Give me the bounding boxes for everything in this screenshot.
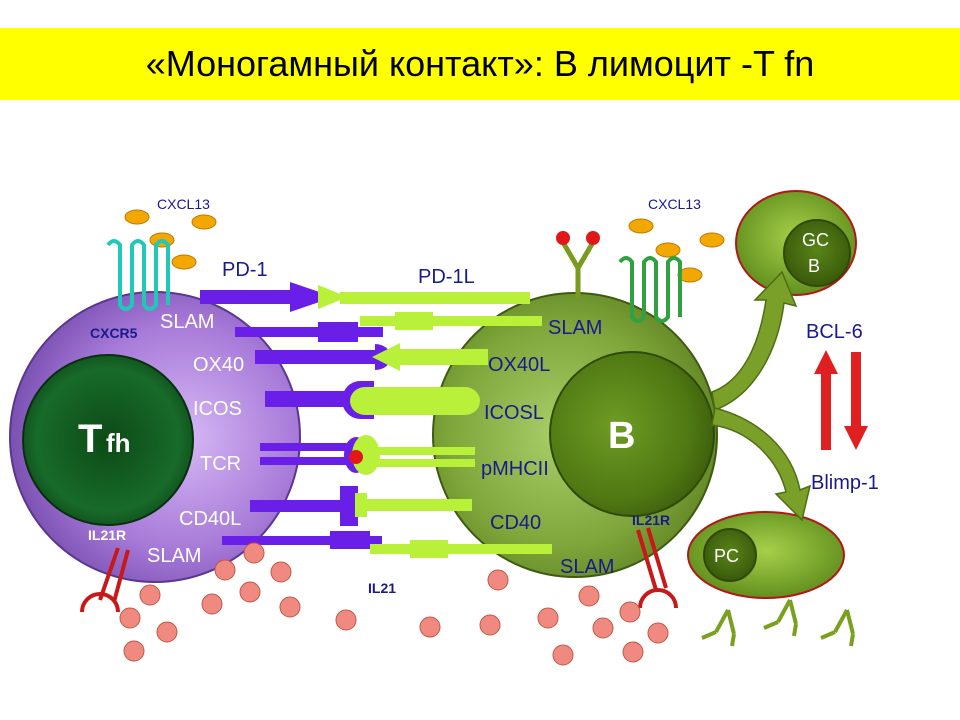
blimp1-label: Blimp-1 bbox=[811, 472, 879, 494]
il21r-label-left: IL21R bbox=[88, 527, 126, 543]
cxcl13-label-left: CXCL13 bbox=[157, 196, 210, 212]
title-bar: «Моногамный контакт»: В лимоцит -T fn bbox=[0, 28, 960, 100]
icos-label: ICOS bbox=[193, 398, 242, 420]
tfh-label-main: T bbox=[78, 417, 102, 461]
icosl-label: ICOSL bbox=[484, 402, 544, 424]
cxcr5-receptor bbox=[106, 239, 170, 311]
ox40l-label: OX40L bbox=[488, 354, 550, 376]
pd1-label: PD-1 bbox=[222, 259, 268, 281]
page-title: «Моногамный контакт»: В лимоцит -T fn bbox=[145, 43, 815, 84]
il21-label: IL21 bbox=[368, 580, 396, 596]
tfh-nucleus bbox=[22, 354, 194, 526]
il21-particles bbox=[119, 542, 669, 666]
plasma-nucleus bbox=[703, 528, 757, 582]
slam-interaction-bottom bbox=[222, 531, 552, 558]
bcl6-up-arrow bbox=[814, 350, 838, 450]
cxcr5-receptor-b bbox=[618, 256, 682, 323]
ox40-interaction bbox=[255, 343, 488, 371]
bcl6-label: BCL-6 bbox=[806, 321, 863, 343]
cxcr5-label: CXCR5 bbox=[90, 325, 138, 341]
il21r-receptor-left bbox=[80, 547, 130, 613]
pc-label: PC bbox=[714, 546, 739, 566]
slam-interaction-top bbox=[235, 312, 542, 342]
antibody-icons bbox=[701, 599, 855, 647]
tcr-interaction bbox=[260, 435, 475, 475]
differentiation-arrows bbox=[711, 270, 812, 522]
cxcl13-label-right: CXCL13 bbox=[648, 196, 701, 212]
cd40l-label: CD40L bbox=[179, 508, 241, 530]
icos-interaction bbox=[265, 381, 480, 419]
b-cell-label: B bbox=[608, 415, 635, 457]
cd40l-interaction bbox=[250, 486, 472, 526]
b-nucleus bbox=[549, 351, 715, 517]
cd40-label: CD40 bbox=[490, 512, 541, 534]
pd1-interaction bbox=[200, 282, 530, 312]
gcb-label-line2: B bbox=[808, 256, 820, 276]
b-cell-receptor-y bbox=[556, 231, 600, 298]
il21r-label-right: IL21R bbox=[632, 512, 670, 528]
slam-tfh-bottom-label: SLAM bbox=[147, 545, 201, 567]
tcr-label: TCR bbox=[200, 453, 241, 475]
slam-tfh-top-label: SLAM bbox=[160, 311, 214, 333]
blimp1-down-arrow bbox=[844, 352, 868, 450]
ox40-label: OX40 bbox=[193, 354, 244, 376]
slam-b-bottom-label: SLAM bbox=[560, 556, 614, 578]
pmhcii-label: pMHCII bbox=[481, 458, 549, 480]
gcb-nucleus bbox=[783, 219, 851, 287]
il21r-receptor-right bbox=[636, 527, 678, 609]
tfh-label-sub: fh bbox=[106, 428, 131, 458]
pd1l-label: PD-1L bbox=[418, 266, 475, 288]
gcb-label-line1: GC bbox=[802, 230, 829, 250]
slam-b-top-label: SLAM bbox=[548, 317, 602, 339]
